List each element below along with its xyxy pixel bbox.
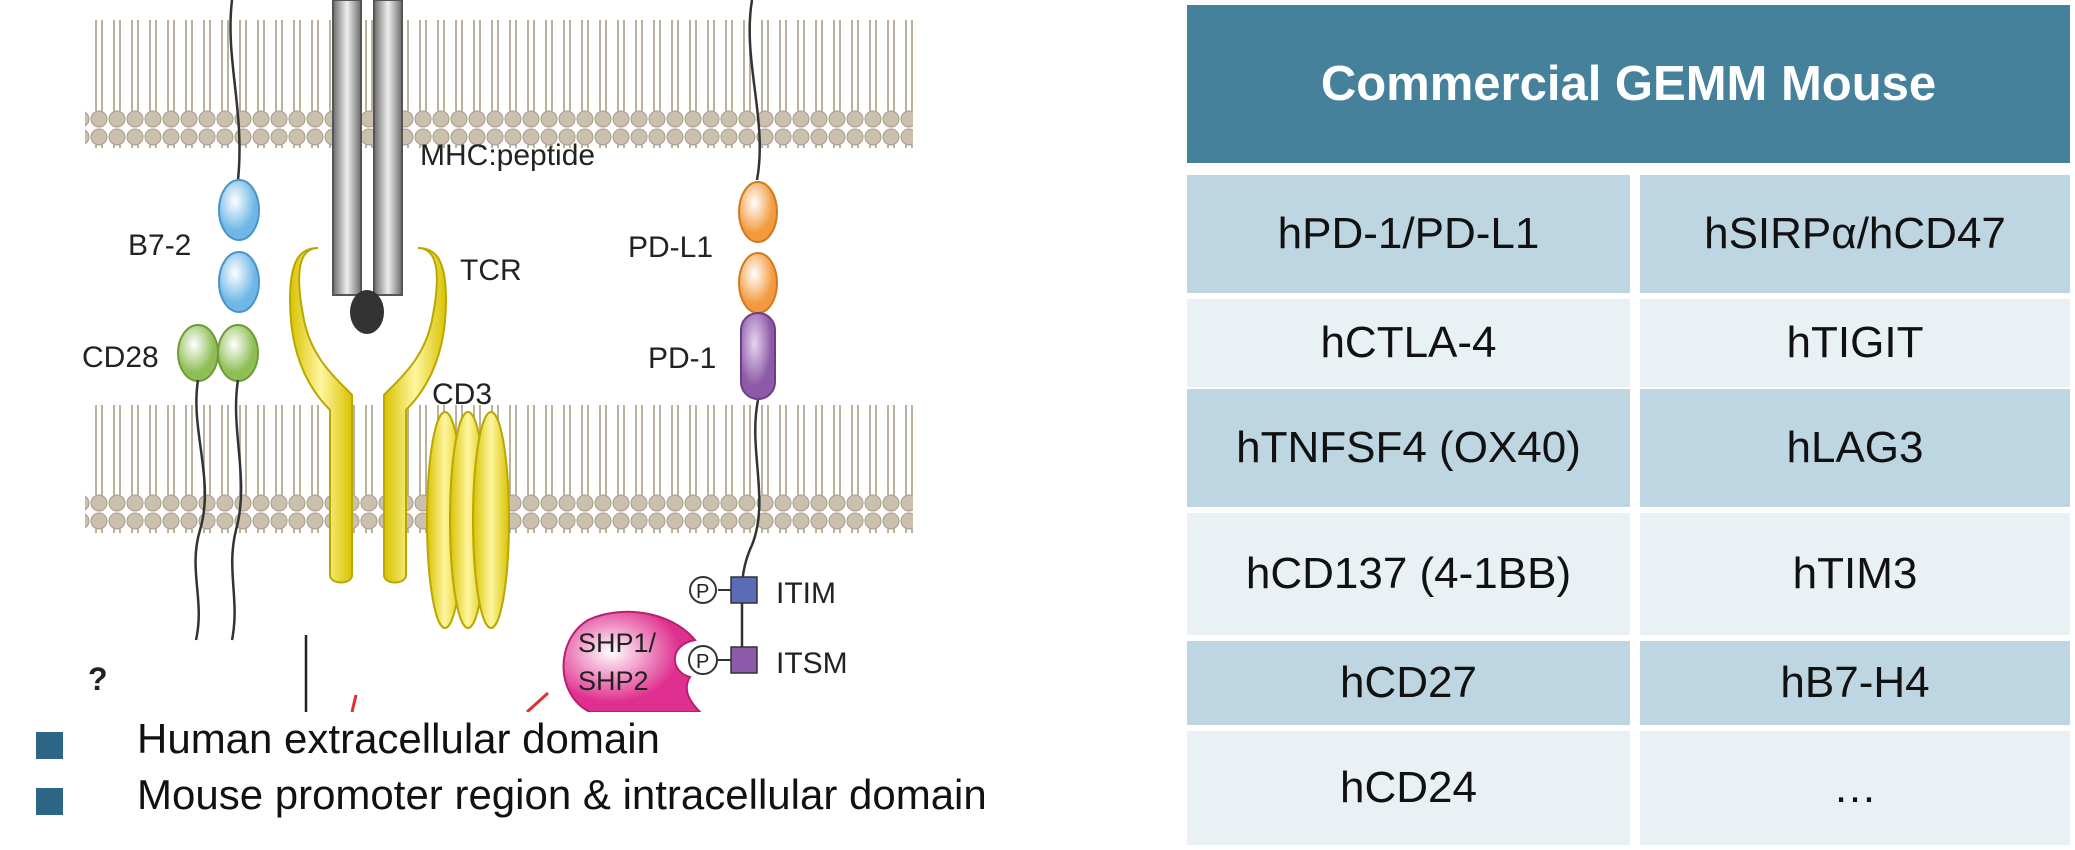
phospho-itsm-label: P	[696, 651, 709, 673]
legend-square-icon	[36, 732, 63, 759]
legend-item-human: Human extracellular domain	[0, 715, 1150, 765]
phospho-itim	[689, 576, 717, 604]
pdl1-domain-1	[738, 181, 778, 243]
cd28-tail-2	[230, 379, 243, 641]
legend-item-mouse: Mouse promoter region & intracellular do…	[0, 771, 1150, 821]
table-header: Commercial GEMM Mouse	[1187, 5, 2070, 163]
table-cell: hTNFSF4 (OX40)	[1187, 389, 1630, 507]
pd1-label: PD-1	[648, 342, 716, 375]
table-cell: hPD-1/PD-L1	[1187, 175, 1630, 293]
table-cell: hTIGIT	[1640, 299, 2070, 387]
mhc-label: MHC:peptide	[420, 139, 595, 172]
b72-stem	[229, 0, 241, 181]
cd28-label: CD28	[82, 341, 159, 374]
legend-label: Human extracellular domain	[137, 715, 660, 762]
table-cell: hCD27	[1187, 641, 1630, 725]
pd1-domain	[740, 312, 776, 400]
itim-label: ITIM	[776, 577, 836, 610]
itsm-label: ITSM	[776, 647, 848, 680]
cd28-domain-1	[177, 324, 219, 382]
shp1-label: SHP1/	[578, 628, 657, 658]
itsm-box	[730, 646, 758, 674]
b72-domain-1	[218, 179, 260, 241]
mhc-right-chain	[373, 0, 403, 296]
cd28-domain-2	[217, 324, 259, 382]
b72-label: B7-2	[128, 229, 191, 262]
upper-membrane	[85, 20, 913, 148]
table-cell: hCTLA-4	[1187, 299, 1630, 387]
tcr-label: TCR	[460, 254, 522, 287]
immune-synapse-diagram: B7-2 CD28 MHC:peptide TCR CD3 PD-L1 PD-1…	[82, 0, 913, 712]
table-cell: hCD24	[1187, 731, 1630, 845]
cd28-tail-1	[194, 379, 207, 641]
legend-label: Mouse promoter region & intracellular do…	[137, 771, 987, 818]
b72-domain-2	[218, 251, 260, 313]
cd3-label: CD3	[432, 378, 492, 411]
pdl1-stem	[748, 0, 761, 181]
pdl1-domain-2	[738, 252, 778, 314]
table-cell: …	[1640, 731, 2070, 845]
cd3-ring-3	[472, 411, 510, 629]
itim-box	[730, 576, 758, 604]
table-cell: hB7-H4	[1640, 641, 2070, 725]
pdl1-label: PD-L1	[628, 231, 713, 264]
tcr-beta	[383, 247, 448, 584]
phospho-itim-label: P	[696, 581, 709, 603]
table-cell: hSIRPα/hCD47	[1640, 175, 2070, 293]
table-cell: hLAG3	[1640, 389, 2070, 507]
table-cell: hTIM3	[1640, 513, 2070, 635]
shp-phosphatase	[562, 610, 702, 712]
pd1-tail	[740, 399, 761, 591]
shp2-label: SHP2	[578, 666, 649, 696]
gemm-mouse-table: Commercial GEMM Mouse hPD-1/PD-L1 hSIRPα…	[1187, 5, 2070, 845]
tcr-alpha	[288, 247, 353, 584]
mhc-left-chain	[332, 0, 362, 296]
question-mark: ?	[88, 661, 108, 697]
table-cell: hCD137 (4-1BB)	[1187, 513, 1630, 635]
peptide	[350, 290, 384, 334]
legend-square-icon	[36, 788, 63, 815]
